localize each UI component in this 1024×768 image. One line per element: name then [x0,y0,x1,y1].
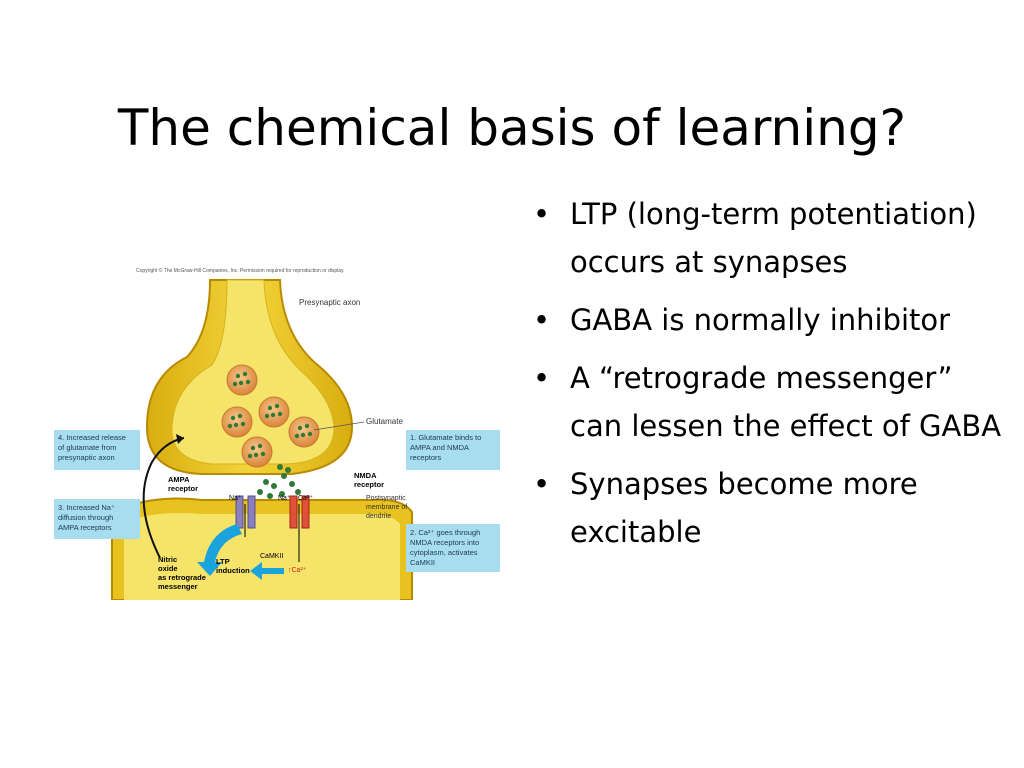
vesicle-glutamate-dots [227,371,313,459]
bullet-item: • LTP (long-term potentiation) occurs at … [533,190,1003,286]
glutamate-label: Glutamate [366,417,403,426]
ltp-blue-arrow [197,524,242,576]
bullet-marker: • [533,197,551,231]
postsynaptic-label: Postsynaptic membrane of dendrite [366,495,409,520]
bullet-list: • LTP (long-term potentiation) occurs at … [533,190,1003,566]
callout-2-box [406,524,500,572]
callout-1: 1. Glutamate binds to AMPA and NMDA rece… [410,433,483,462]
copyright-text: Copyright © The McGraw-Hill Companies, I… [136,267,345,274]
na-right-label: Na⁺ [278,495,291,502]
presynaptic-axon-label: Presynaptic axon [299,298,360,307]
synaptic-vesicles [221,364,320,468]
synapse-diagram: Copyright © The McGraw-Hill Companies, I… [52,262,504,601]
callout-1-box [406,430,500,470]
nmda-receptor [289,495,310,529]
ca-bottom-label: ↑Ca²⁺ [288,567,307,574]
vesicle [226,364,258,396]
bullet-marker: • [533,303,551,337]
bullet-marker: • [533,467,551,501]
callout-2: 2. Ca²⁺ goes through NMDA receptors into… [410,528,482,567]
ampa-receptor [235,495,256,529]
bullet-text: A “retrograde messenger” can lessen the … [570,361,1002,443]
retrograde-arrow [142,437,185,559]
vesicle [258,396,290,428]
bullet-marker: • [533,361,551,395]
camkii-blue-arrow [250,562,284,580]
ca-top-label: Ca²⁺ [298,495,313,502]
callout-4: 4. Increased release of glutamate from p… [58,433,128,462]
ampa-label: AMPA receptor [168,475,198,493]
callout-4-box [54,430,140,470]
glutamate-leader [313,421,365,431]
vesicle [221,406,253,438]
vesicle [241,436,273,468]
ltp-induction-label: LTP induction [216,557,250,575]
camkii-label: CaMKII [260,553,283,560]
callout-3: 3. Increased Na⁺ diffusion through AMPA … [58,503,117,532]
postsynaptic-cytoplasm [124,513,400,600]
retrograde-arrowhead [176,434,184,444]
na-left-label: Na⁺ [229,495,242,502]
vesicle [288,416,320,448]
synapse-svg: Copyright © The McGraw-Hill Companies, I… [54,267,500,601]
slide-title: The chemical basis of learning? [117,98,907,157]
bullet-item: • GABA is normally inhibitor [533,296,1003,344]
callout-3-box [54,499,140,539]
bullet-item: • Synapses become more excitable [533,460,1003,556]
bullet-text: LTP (long-term potentiation) occurs at s… [570,197,977,279]
bullet-item: • A “retrograde messenger” can lessen the… [533,354,1003,450]
nmda-label: NMDA receptor [354,471,384,489]
bullet-text: Synapses become more excitable [570,467,918,549]
bullet-text: GABA is normally inhibitor [570,303,951,337]
nitric-oxide-label: Nitric oxide as retrograde messenger [158,555,208,591]
released-glutamate [257,464,301,499]
